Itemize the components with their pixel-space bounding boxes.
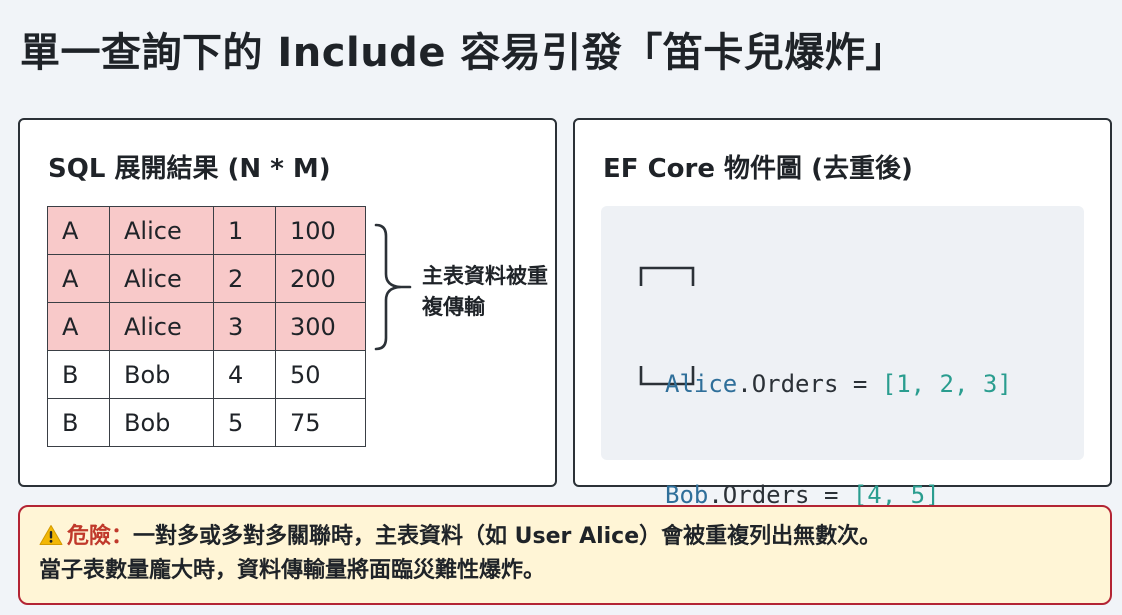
sql-result-panel: SQL 展開結果 (N * M) A Alice 1 100 A Alice 2… — [18, 118, 557, 487]
table-cell: B — [47, 350, 110, 399]
table-cell: 5 — [213, 398, 276, 447]
warning-line-2: 當子表數量龐大時，資料傳輸量將面臨災難性爆炸。 — [39, 558, 546, 583]
table-cell: 50 — [275, 350, 366, 399]
code-object-name: Bob — [665, 481, 709, 509]
code-property: .Orders = — [737, 370, 882, 398]
table-cell: Alice — [109, 206, 214, 255]
table-cell: B — [47, 398, 110, 447]
code-line-bob: Bob.Orders = [4, 5] — [665, 477, 1012, 514]
table-cell: Alice — [109, 254, 214, 303]
code-value: [1, 2, 3] — [881, 370, 1012, 398]
bracket-icon — [639, 266, 695, 386]
table-row: B Bob 4 50 — [47, 350, 366, 399]
table-row: B Bob 5 75 — [47, 398, 366, 447]
table-cell: 4 — [213, 350, 276, 399]
code-lines: Alice.Orders = [1, 2, 3] Bob.Orders = [4… — [665, 292, 1012, 588]
curly-brace-icon — [374, 223, 412, 351]
warning-callout: 危險：一對多或多對多關聯時，主表資料（如 User Alice）會被重複列出無數… — [18, 505, 1112, 605]
table-row: A Alice 3 300 — [47, 302, 366, 351]
duplication-note: 主表資料被重複傳輸 — [422, 264, 548, 319]
table-cell: 200 — [275, 254, 366, 303]
table-cell: 100 — [275, 206, 366, 255]
table-cell: 2 — [213, 254, 276, 303]
table-row: A Alice 2 200 — [47, 254, 366, 303]
page-title: 單一查詢下的 Include 容易引發「笛卡兒爆炸」 — [20, 30, 906, 76]
code-line-alice: Alice.Orders = [1, 2, 3] — [665, 366, 1012, 403]
code-property: .Orders = — [708, 481, 853, 509]
table-cell: 1 — [213, 206, 276, 255]
code-value: [4, 5] — [852, 481, 940, 509]
table-cell: Bob — [109, 350, 214, 399]
code-block: Alice.Orders = [1, 2, 3] Bob.Orders = [4… — [601, 206, 1084, 509]
table-cell: Alice — [109, 302, 214, 351]
warning-line-1: 危險：一對多或多對多關聯時，主表資料（如 User Alice）會被重複列出無數… — [39, 520, 1110, 554]
table-cell: A — [47, 302, 110, 351]
sql-result-table: A Alice 1 100 A Alice 2 200 A Alice 3 30… — [47, 206, 366, 447]
object-graph-panel: EF Core 物件圖 (去重後) Alice.Orders = [1, 2, … — [573, 118, 1112, 509]
code-object-name: Alice — [665, 370, 738, 398]
danger-label: 危險： — [67, 524, 134, 549]
table-cell: A — [47, 206, 110, 255]
table-row: A Alice 1 100 — [47, 206, 366, 255]
table-cell: 75 — [275, 398, 366, 447]
table-cell: A — [47, 254, 110, 303]
object-graph-title: EF Core 物件圖 (去重後) — [603, 154, 913, 184]
table-cell: Bob — [109, 398, 214, 447]
warning-text: 一對多或多對多關聯時，主表資料（如 User Alice）會被重複列出無數次。 — [133, 524, 882, 549]
table-cell: 300 — [275, 302, 366, 351]
warning-icon — [39, 525, 63, 545]
table-cell: 3 — [213, 302, 276, 351]
sql-panel-title: SQL 展開結果 (N * M) — [48, 154, 331, 184]
